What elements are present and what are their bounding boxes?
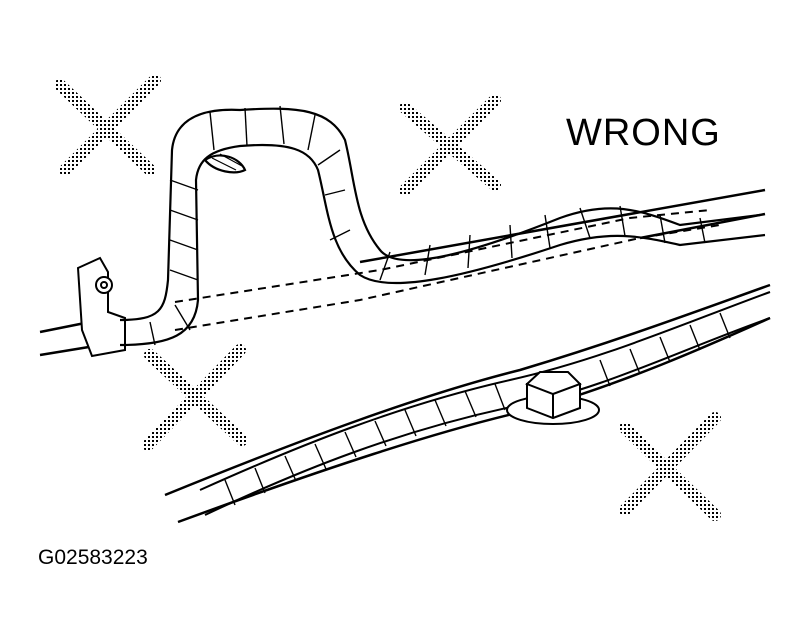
figure-id: G02583223: [38, 546, 148, 569]
dotted-x-icon: [54, 74, 161, 176]
wrong-caption: WRONG: [566, 112, 721, 154]
upper-harness-loop: [119, 105, 766, 347]
bolt: [506, 371, 600, 425]
dotted-x-icon: [399, 94, 501, 196]
dotted-x-icon: [142, 344, 248, 451]
dotted-x-icon: [619, 412, 721, 521]
dashed-route: [174, 209, 721, 331]
upper-rail: [39, 188, 766, 357]
clamp-bracket: [76, 256, 126, 358]
